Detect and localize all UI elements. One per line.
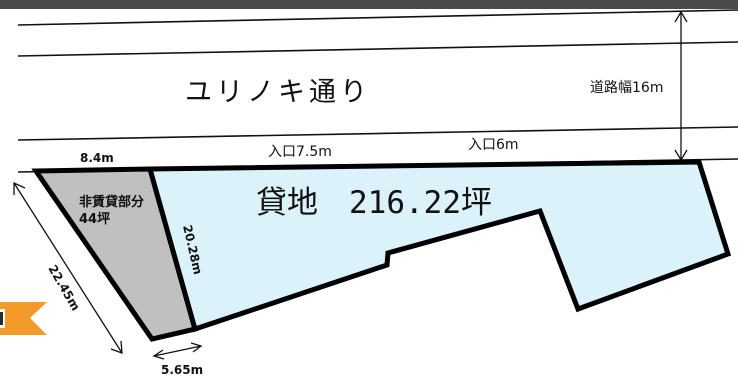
road-name: ユリノキ通り bbox=[185, 77, 371, 108]
arrow-tab-mark bbox=[0, 312, 3, 325]
entrance-label-1: 入口7.5m bbox=[268, 144, 332, 160]
non-rental-label-line2: 44坪 bbox=[79, 212, 110, 227]
arrow-tab bbox=[0, 302, 47, 335]
entrance-label-2: 入口6m bbox=[468, 137, 519, 153]
road-line-2 bbox=[17, 41, 738, 57]
top-left-dimension-label: 8.4m bbox=[80, 151, 114, 165]
rental-land-label: 貸地 216.22坪 bbox=[256, 185, 492, 221]
left-side-dimension bbox=[13, 181, 123, 354]
rental-land-area bbox=[146, 159, 732, 333]
left-side-dimension-label: 22.45m bbox=[45, 263, 82, 314]
road-line-3 bbox=[17, 126, 738, 141]
photo-strip bbox=[0, 0, 738, 9]
road-width-label: 道路幅16m bbox=[590, 80, 663, 96]
bottom-dimension bbox=[152, 342, 203, 360]
road-width-dimension bbox=[674, 10, 688, 162]
bottom-dimension-label: 5.65m bbox=[161, 363, 203, 377]
non-rental-label-line1: 非賃貸部分 bbox=[79, 194, 144, 210]
road-line-1 bbox=[17, 9, 738, 26]
